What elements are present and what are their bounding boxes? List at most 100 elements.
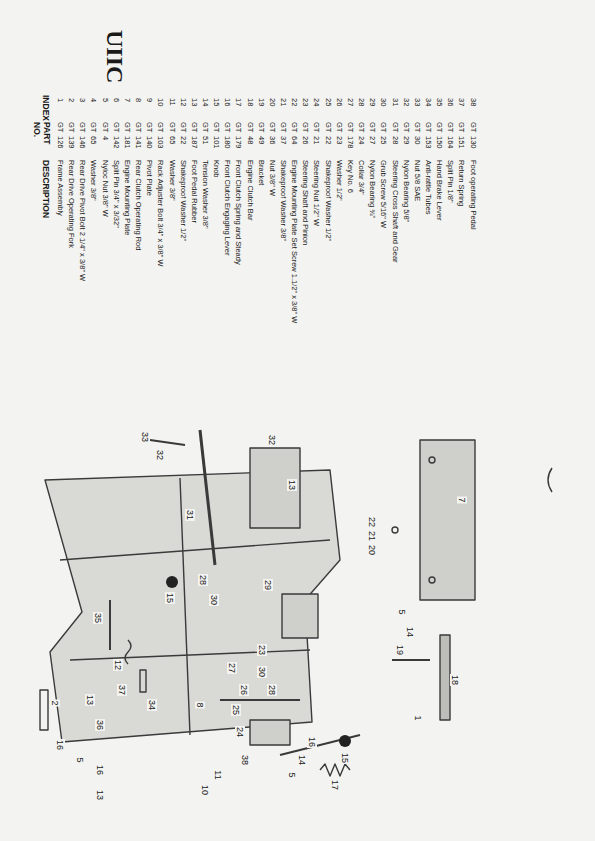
index-number: 25 <box>323 98 333 106</box>
engine-mounting-plate <box>420 440 475 600</box>
part-number: 164 <box>445 136 455 149</box>
index-number: 20 <box>267 98 277 106</box>
part-number: 130 <box>468 136 478 149</box>
callout-number: 2 <box>50 699 60 706</box>
index-number: 24 <box>311 98 321 106</box>
part-number: 28 <box>390 136 400 144</box>
part-prefix: GT <box>378 122 388 132</box>
index-number: 14 <box>200 98 210 106</box>
part-description: Split Pin 1/8" <box>445 160 455 203</box>
part-description: Nut 5/8 SAE <box>412 160 422 201</box>
callout-number: 24 <box>235 726 245 738</box>
part-description: Split Pin 3/4" x 3/32" <box>111 160 121 228</box>
callout-number: 20 <box>367 544 377 556</box>
callout-number: 16 <box>307 736 317 748</box>
part-number: 181 <box>122 136 132 149</box>
part-description: Rear Drive Operating Fork <box>66 160 76 248</box>
callout-number: 30 <box>209 594 219 606</box>
part-prefix: GT <box>345 122 355 132</box>
callout-number: 16 <box>95 764 105 776</box>
part-prefix: GT <box>55 122 65 132</box>
callout-number: 30 <box>257 666 267 678</box>
part-prefix: GT <box>144 122 154 132</box>
part-prefix: GT <box>222 122 232 132</box>
part-number: 178 <box>345 136 355 149</box>
callout-number: 12 <box>113 659 123 671</box>
part-description: Steering Nut 1/2" W <box>311 160 321 226</box>
part-prefix: GT <box>233 122 243 132</box>
part-prefix: GT <box>155 122 165 132</box>
index-number: 28 <box>356 98 366 106</box>
part-number: 65 <box>88 136 98 144</box>
part-description: Steering Cross Shaft and Gear <box>390 160 400 263</box>
callout-number: 15 <box>340 752 350 764</box>
part-description: Nut 3/8" W <box>267 160 277 196</box>
callout-number: 14 <box>405 626 415 638</box>
part-prefix: GT <box>401 122 411 132</box>
part-prefix: GT <box>456 122 466 132</box>
part-description: Nylon Bearing 5/8" <box>401 160 411 222</box>
part-description: Washer 3/8" <box>88 160 98 201</box>
steering-cross-shaft <box>200 430 215 565</box>
part-prefix: GT <box>356 122 366 132</box>
callout-number: 15 <box>165 592 175 604</box>
part-description: Collar 3/4" <box>356 160 366 195</box>
part-number: 180 <box>222 136 232 149</box>
part-description: Engine Mounting Plate Set Screw 1.1/2" x… <box>289 160 299 323</box>
frame-cross-member <box>60 540 330 560</box>
part-description: Key No. 6 <box>345 160 355 193</box>
index-number: 15 <box>211 98 221 106</box>
knob <box>339 735 351 747</box>
part-number: 51 <box>200 136 210 144</box>
part-number: 140 <box>144 136 154 149</box>
part-description: Steering Shaft and Pinion <box>300 160 310 245</box>
index-number: 19 <box>256 98 266 106</box>
part-number: 151 <box>456 136 466 149</box>
callout-number: 5 <box>397 608 407 615</box>
part-prefix: GT <box>167 122 177 132</box>
callout-number: 8 <box>195 701 205 708</box>
part-prefix: GT <box>178 122 188 132</box>
index-number: 5 <box>100 98 110 102</box>
callout-number: 22 <box>367 516 377 528</box>
part-prefix: GT <box>445 122 455 132</box>
front-clutch-spring <box>320 764 350 776</box>
part-number: 153 <box>423 136 433 149</box>
part-prefix: GT <box>211 122 221 132</box>
callout-number: 29 <box>263 579 273 591</box>
index-number: 23 <box>300 98 310 106</box>
part-description: Foot operating Pedal <box>468 160 478 230</box>
part-prefix: GT <box>122 122 132 132</box>
bracket <box>392 659 430 661</box>
callout-number: 33 <box>140 431 150 443</box>
part-number: 65 <box>167 136 177 144</box>
part-number: 4 <box>100 136 110 140</box>
index-number: 8 <box>133 98 143 102</box>
part-description: Bracket <box>256 160 266 185</box>
index-number: 11 <box>167 98 177 106</box>
column-header: DESCRIPTION <box>41 160 51 218</box>
callout-number: 23 <box>257 644 267 656</box>
part-prefix: GT <box>267 122 277 132</box>
callout-number: 26 <box>239 684 249 696</box>
callout-number: 13 <box>85 694 95 706</box>
washer <box>392 527 398 533</box>
part-prefix: GT <box>468 122 478 132</box>
part-prefix: GT <box>323 122 333 132</box>
part-number: 29 <box>401 136 411 144</box>
mounting-hole <box>429 577 435 583</box>
part-prefix: GT <box>88 122 98 132</box>
part-prefix: GT <box>412 122 422 132</box>
part-number: 141 <box>133 136 143 149</box>
part-number: 27 <box>367 136 377 144</box>
part-number: 37 <box>278 136 288 144</box>
callout-number: 10 <box>200 784 210 796</box>
index-number: 17 <box>233 98 243 106</box>
index-number: 12 <box>178 98 188 106</box>
part-number: 48 <box>245 136 255 144</box>
part-number: 139 <box>66 136 76 149</box>
callout-number: 14 <box>297 754 307 766</box>
part-prefix: GT <box>66 122 76 132</box>
part-number: 103 <box>155 136 165 149</box>
part-number: 146 <box>77 136 87 149</box>
